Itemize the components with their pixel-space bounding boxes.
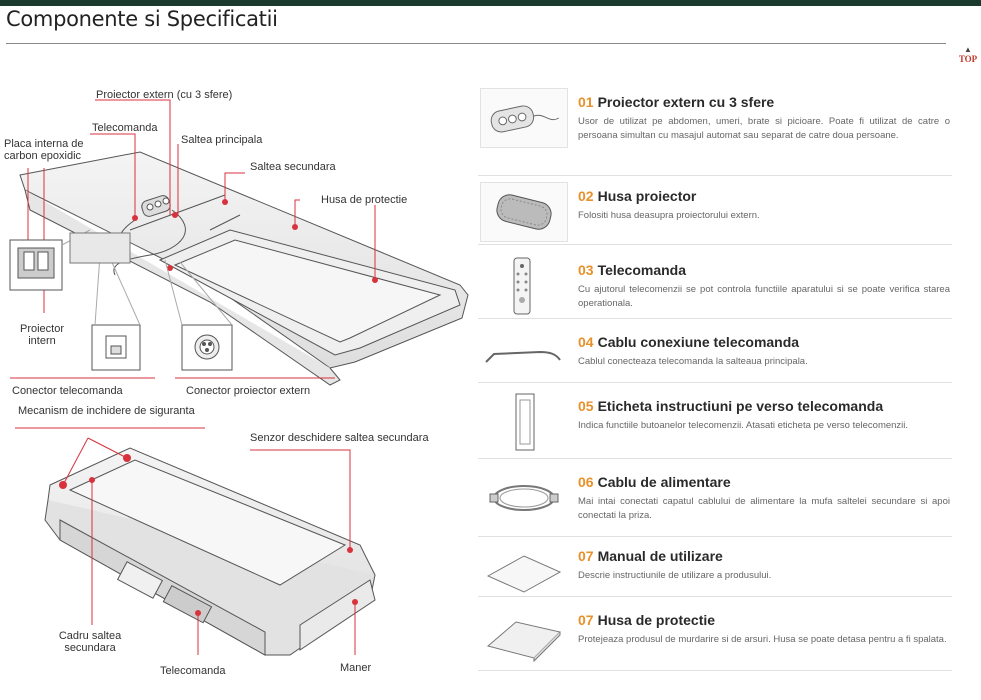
- label-saltea-principala: Saltea principala: [181, 134, 263, 146]
- product-diagram: Proiector extern (cu 3 sfere) Telecomand…: [0, 80, 470, 700]
- component-divider: [478, 536, 952, 537]
- label-telecomanda-top: Telecomanda: [92, 122, 158, 134]
- label-proiector-intern-1: Proiector: [19, 323, 65, 335]
- external-projector-drawing: [113, 195, 186, 276]
- remote-connector-box: [91, 324, 141, 371]
- protective-cover-icon: [480, 606, 568, 666]
- label-proiector-extern: Proiector extern (cu 3 sfere): [96, 89, 233, 101]
- label-senzor-deschidere: Senzor deschidere saltea secundara: [250, 432, 429, 444]
- unfolded-mattress: [19, 151, 469, 386]
- label-mecanism-inchidere: Mecanism de inchidere de siguranta: [18, 405, 195, 417]
- component-divider: [478, 318, 952, 319]
- component-description: Protejeaza produsul de murdarire si de a…: [578, 634, 947, 645]
- component-description: Usor de utilizat pe abdomen, umeri, brat…: [578, 116, 950, 141]
- label-husa-protectie: Husa de protectie: [321, 194, 408, 206]
- component-description: Mai intai conectati capatul cablului de …: [578, 496, 950, 521]
- leader-lines-bottom: [15, 427, 356, 655]
- component-description: Descrie instructiunile de utilizare a pr…: [578, 570, 772, 581]
- projector-cover-icon: [480, 182, 568, 242]
- component-description: Cablul conecteaza telecomanda la salteau…: [578, 356, 808, 367]
- folded-mattress: [44, 447, 376, 656]
- component-description: Indica functiile butoanelor telecomenzii…: [578, 420, 909, 431]
- inner-projector-detail: [9, 239, 63, 291]
- back-to-top-link[interactable]: ▲ TOP: [956, 45, 980, 65]
- component-description: Folositi husa deasupra proiectorului ext…: [578, 210, 760, 221]
- component-divider: [478, 458, 952, 459]
- page-title: Componente si Specificatii: [6, 7, 278, 31]
- component-divider: [478, 596, 952, 597]
- label-conector-telecomanda: Conector telecomanda: [12, 385, 123, 397]
- label-placa-interna-1: Placa interna de: [4, 138, 84, 150]
- leader-lines-top: [10, 99, 376, 379]
- component-divider: [478, 670, 952, 671]
- label-telecomanda-bottom: Telecomanda: [160, 665, 226, 677]
- label-placa-interna-2: carbon epoxidic: [4, 150, 82, 162]
- manual-icon: [480, 542, 568, 602]
- projector-connector-box: [181, 324, 233, 371]
- label-maner: Maner: [340, 662, 372, 674]
- up-arrow-icon: ▲: [964, 45, 972, 54]
- component-divider: [478, 244, 952, 245]
- label-proiector-intern-2: intern: [28, 335, 56, 347]
- label-saltea-secundara: Saltea secundara: [250, 161, 336, 173]
- component-divider: [478, 175, 952, 176]
- remote-control-icon: [480, 256, 568, 316]
- external-projector-icon: [480, 88, 568, 148]
- label-sticker-icon: [480, 392, 568, 452]
- label-cadru-saltea-1: Cadru saltea: [58, 630, 122, 642]
- cable-icon: [480, 328, 568, 388]
- top-bar: [0, 0, 981, 6]
- label-conector-proiector: Conector proiector extern: [186, 385, 311, 397]
- title-divider: [6, 43, 946, 44]
- top-link-label: TOP: [958, 54, 978, 64]
- mattress-diagram-drawing: [9, 99, 469, 656]
- power-cord-icon: [480, 468, 568, 528]
- component-description: Cu ajutorul telecomenzii se pot controla…: [578, 284, 950, 309]
- label-cadru-saltea-2: secundara: [64, 642, 116, 654]
- component-divider: [478, 382, 952, 383]
